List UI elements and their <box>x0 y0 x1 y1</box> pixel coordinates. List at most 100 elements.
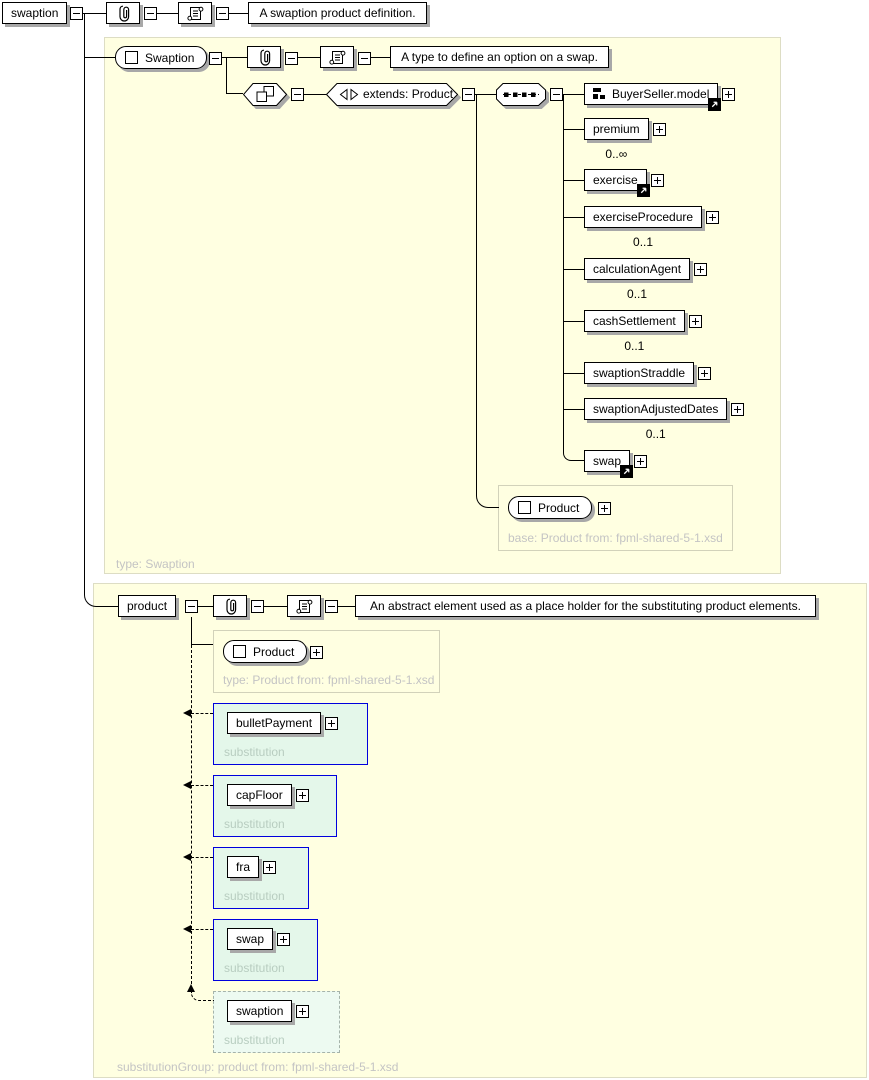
expand-button[interactable] <box>698 366 712 380</box>
collapse-button[interactable] <box>144 7 157 20</box>
line <box>563 94 584 95</box>
line <box>563 180 584 181</box>
attributes-box[interactable] <box>247 46 281 68</box>
line <box>563 129 584 130</box>
expand-button[interactable] <box>652 122 666 136</box>
occurrence-label: 0..∞ <box>605 147 628 161</box>
child-element-cashsettlement: cashSettlement 0..1 <box>584 310 702 353</box>
attributes-box[interactable] <box>106 2 140 24</box>
scroll-icon <box>329 50 346 65</box>
expand-button[interactable] <box>296 1004 310 1018</box>
reference-link-icon[interactable] <box>620 465 634 478</box>
extends-label: extends: Product <box>363 87 454 101</box>
child-element-premium: premium 0..∞ <box>584 118 666 161</box>
collapse-button[interactable] <box>216 7 229 20</box>
collapse-button[interactable] <box>358 52 371 65</box>
expand-button[interactable] <box>263 860 277 874</box>
swaption-type-panel <box>104 37 781 574</box>
collapse-button[interactable] <box>550 88 563 101</box>
expand-button[interactable] <box>722 87 736 101</box>
trunk-to-base-product <box>476 94 499 508</box>
occurrence-label: 0..1 <box>645 427 666 441</box>
expand-button[interactable] <box>706 210 720 224</box>
child-element-buyerseller-model: BuyerSeller.model <box>584 83 736 111</box>
substitution-element-bulletpayment: bulletPayment <box>227 712 339 734</box>
annotation-box[interactable] <box>178 2 212 24</box>
children-trunk-curve <box>563 452 584 461</box>
sequence-compositor[interactable] <box>496 83 546 106</box>
collapse-button[interactable] <box>185 600 198 613</box>
element-box[interactable]: swap <box>227 928 274 950</box>
line <box>338 606 355 607</box>
annotation-text: A swaption product definition. <box>248 2 427 24</box>
element-box[interactable]: swap <box>584 450 634 478</box>
annotation-box[interactable] <box>320 46 354 68</box>
product-type-pill[interactable]: Product <box>223 640 308 663</box>
collapse-button[interactable] <box>209 52 222 65</box>
collapse-button[interactable] <box>462 88 475 101</box>
complex-type-swaption[interactable]: Swaption <box>115 46 208 69</box>
expand-button[interactable] <box>694 262 708 276</box>
element-box[interactable]: swaptionAdjustedDates <box>584 398 728 420</box>
line <box>304 94 326 95</box>
root-doc: A swaption product definition. <box>259 6 416 20</box>
reference-link-icon[interactable] <box>636 184 650 197</box>
expand-button[interactable] <box>325 716 339 730</box>
element-box[interactable]: calculationAgent <box>584 258 691 280</box>
element-box[interactable]: premium <box>584 118 649 140</box>
swaption-type-doc: A type to define an option on a swap. <box>401 50 598 64</box>
reference-link-icon[interactable] <box>708 98 722 111</box>
scroll-icon <box>296 599 313 614</box>
element-box[interactable]: bulletPayment <box>227 712 322 734</box>
annotation-text: An abstract element used as a place hold… <box>355 595 816 617</box>
product-doc: An abstract element used as a place hold… <box>370 599 801 613</box>
collapse-button[interactable] <box>285 52 298 65</box>
expand-button[interactable] <box>731 402 745 416</box>
attributes-box[interactable] <box>213 595 247 617</box>
substitution-arrow <box>183 781 191 789</box>
product-panel <box>93 583 867 1078</box>
line <box>229 13 248 14</box>
element-box[interactable]: swaptionStraddle <box>584 362 695 384</box>
substitution-curve <box>191 992 214 1001</box>
element-box[interactable]: cashSettlement <box>584 310 685 332</box>
swaption-panel-footer: type: Swaption <box>116 557 195 571</box>
element-box[interactable]: exercise <box>584 169 650 197</box>
expand-button[interactable] <box>598 502 611 515</box>
expand-button[interactable] <box>634 454 648 468</box>
annotation-box[interactable] <box>287 595 321 617</box>
expand-button[interactable] <box>650 173 664 187</box>
collapse-button[interactable] <box>251 600 264 613</box>
child-element-swaptionadjusteddates: swaptionAdjustedDates 0..1 <box>584 398 745 441</box>
extends-icon <box>339 88 348 101</box>
expand-button[interactable] <box>277 932 291 946</box>
base-product-pill[interactable]: Product <box>508 496 593 519</box>
substitution-arrow <box>183 925 191 933</box>
element-box[interactable]: exerciseProcedure <box>584 206 703 228</box>
element-label: cashSettlement <box>593 314 676 328</box>
element-product[interactable]: product <box>118 595 177 617</box>
branch-to-swaption-type <box>84 57 116 58</box>
substitution-element-swaption: swaption <box>227 1000 310 1022</box>
element-box[interactable]: capFloor <box>227 784 292 806</box>
line <box>563 409 584 410</box>
expand-button[interactable] <box>688 314 702 328</box>
element-box[interactable]: swaption <box>227 1000 293 1022</box>
element-box[interactable]: BuyerSeller.model <box>584 83 722 111</box>
root-element-swaption[interactable]: swaption <box>2 2 68 24</box>
element-label: bulletPayment <box>236 716 313 730</box>
collapse-button[interactable] <box>70 7 83 20</box>
derived-by-extension-icon[interactable] <box>243 83 287 106</box>
element-label: swaption <box>236 1004 284 1018</box>
element-box[interactable]: fra <box>227 856 260 878</box>
extends-product-indicator[interactable]: extends: Product <box>326 83 458 106</box>
scroll-icon <box>187 6 204 21</box>
line <box>157 13 178 14</box>
expand-button[interactable] <box>310 646 323 659</box>
collapse-button[interactable] <box>325 600 338 613</box>
line <box>298 57 320 58</box>
expand-button[interactable] <box>295 788 309 802</box>
substitution-connector <box>191 785 213 786</box>
collapse-button[interactable] <box>291 88 304 101</box>
